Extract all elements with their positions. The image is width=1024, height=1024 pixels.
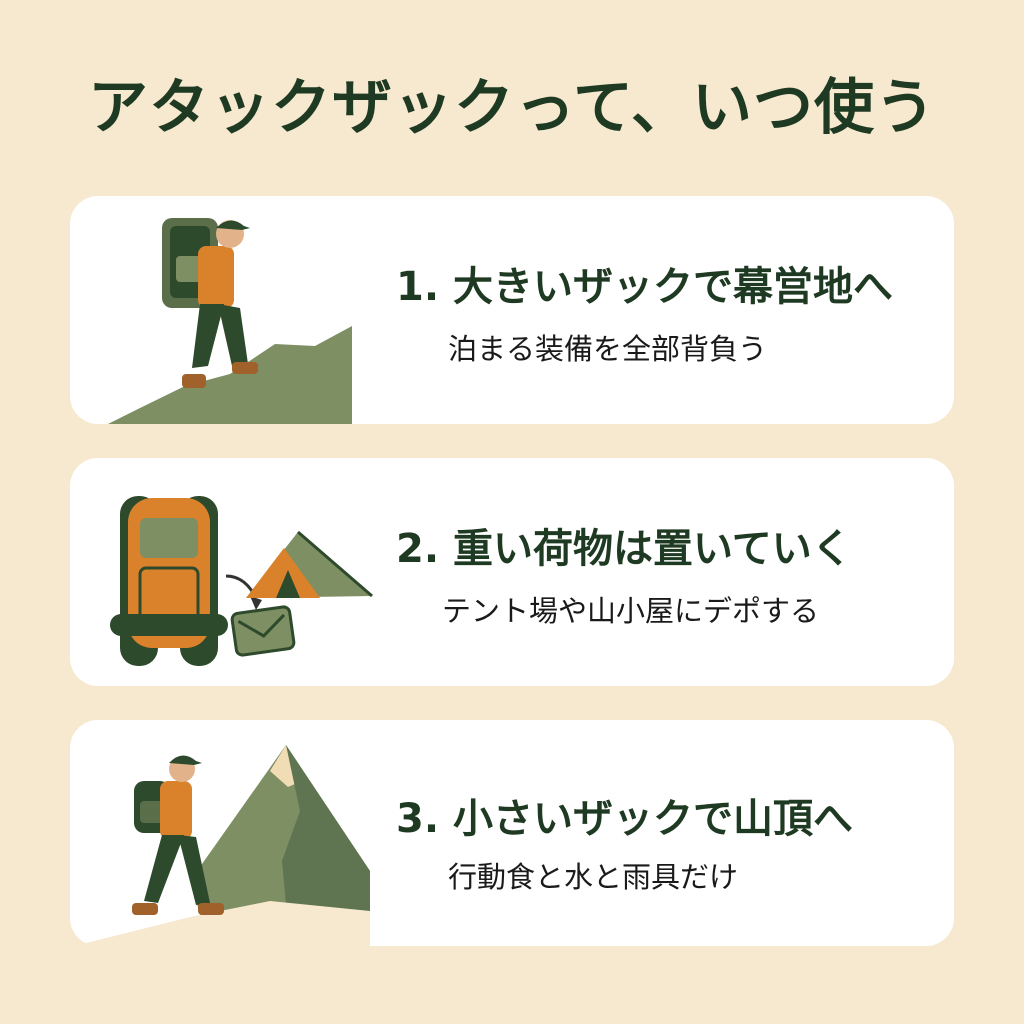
- page-title: アタックザックって、いつ使う: [88, 73, 936, 143]
- hiker-large-backpack-icon: [108, 218, 352, 424]
- step-description: 行動食と水と雨具だけ: [448, 860, 739, 894]
- hiker-small-backpack-icon: [70, 745, 370, 947]
- stuff-bag-icon: [230, 605, 296, 657]
- step-card-1: 1. 大きいザックで幕営地へ 泊まる装備を全部背負う: [70, 196, 954, 424]
- step-card-3: 3. 小さいザックで山頂へ 行動食と水と雨具だけ: [70, 720, 954, 947]
- depot-gear-icon: [110, 496, 373, 666]
- step-heading: 1. 大きいザックで幕営地へ: [396, 264, 893, 310]
- step-description: 泊まる装備を全部背負う: [448, 332, 768, 366]
- large-backpack-icon: [110, 496, 228, 666]
- step-description: テント場や山小屋にデポする: [442, 594, 820, 628]
- tent-icon: [246, 530, 373, 598]
- step-card-2: 2. 重い荷物は置いていく テント場や山小屋にデポする: [70, 458, 954, 686]
- step-heading: 2. 重い荷物は置いていく: [396, 526, 852, 572]
- step-heading: 3. 小さいザックで山頂へ: [396, 796, 853, 842]
